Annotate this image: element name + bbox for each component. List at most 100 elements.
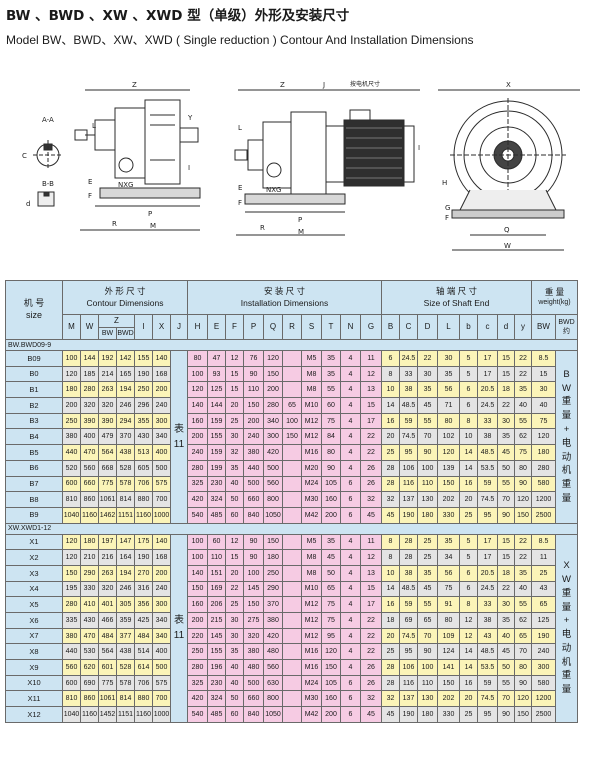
cell-bw: 775	[98, 674, 117, 692]
cell-t: 95	[321, 627, 341, 645]
cell-h: 100	[187, 533, 208, 551]
cell-h: 540	[187, 506, 208, 524]
cell-w: 560	[80, 459, 99, 477]
cell-r	[282, 643, 302, 661]
cell-c: 190	[399, 706, 418, 723]
cell-b: 32	[381, 491, 400, 508]
cell-i: 355	[134, 412, 153, 430]
cell-h: 540	[187, 706, 208, 723]
cell-f: 50	[225, 690, 244, 708]
svg-text:P: P	[298, 216, 302, 224]
cell-bw: 564	[98, 444, 117, 461]
cell-d: 180	[417, 706, 438, 723]
cell-q: 560	[263, 475, 283, 493]
cell-q: 370	[263, 596, 283, 613]
cell-d: 25	[417, 533, 438, 551]
cell-l: 102	[437, 428, 460, 446]
cell-b: 16	[459, 475, 478, 493]
header-model: 机 号 size	[5, 280, 63, 340]
cell-r	[282, 706, 302, 723]
cell-w: 180	[80, 533, 99, 551]
cell-f: 30	[225, 627, 244, 645]
bw-side-view: Z NXG P M R F E L Y I	[74, 81, 201, 231]
cell-i: 605	[134, 459, 153, 477]
cell-i: 296	[134, 397, 153, 414]
cell-bwd: 246	[116, 397, 135, 414]
cell-x: 168	[152, 549, 171, 566]
cell-m: 120	[62, 533, 81, 551]
cell-w: 144	[80, 350, 99, 367]
cell-c: 74.5	[399, 428, 418, 446]
cell-f: 60	[225, 706, 244, 723]
cell-n: 4	[340, 459, 361, 477]
cell-n: 4	[340, 381, 361, 399]
cell-l: 202	[437, 690, 460, 708]
cell-h: 200	[187, 612, 208, 629]
cell-e: 485	[207, 706, 226, 723]
label-nxg-1: NXG	[118, 181, 133, 189]
weight-note-char: 重	[561, 396, 572, 408]
cell-g: 11	[360, 350, 382, 367]
cell-b: 45	[381, 506, 400, 524]
model-cell: B7	[5, 475, 63, 493]
cell-m: 810	[62, 491, 81, 508]
cell-q: 120	[263, 350, 283, 367]
cell-y: 90	[514, 674, 532, 692]
cell-c: 24.5	[477, 580, 498, 598]
cell-wbw: 280	[531, 459, 556, 477]
cell-e: 324	[207, 491, 226, 508]
cell-h: 160	[187, 596, 208, 613]
model-cell: X5	[5, 596, 63, 613]
cell-x: 400	[152, 444, 171, 461]
cell-p: 76	[243, 350, 264, 367]
weight-note-char: 重	[561, 587, 572, 599]
cell-s: M12	[301, 596, 322, 613]
cell-d: 25	[417, 549, 438, 566]
cell-c: 53.5	[477, 659, 498, 676]
cell-d: 70	[497, 690, 515, 708]
cell-e: 110	[207, 549, 226, 566]
cell-c: 116	[399, 674, 418, 692]
cell-b: 12	[459, 612, 478, 629]
col-header: W	[80, 314, 99, 340]
cell-c: 28	[399, 533, 418, 551]
cell-c: 106	[399, 459, 418, 477]
cell-q: 480	[263, 643, 283, 661]
cell-t: 90	[321, 459, 341, 477]
cell-e: 155	[207, 643, 226, 661]
cell-c: 24.5	[399, 350, 418, 367]
model-cell: X7	[5, 627, 63, 645]
cell-c: 33	[477, 596, 498, 613]
cell-c: 95	[477, 706, 498, 723]
cell-r	[282, 459, 302, 477]
cell-c: 106	[399, 659, 418, 676]
cell-b: 20	[381, 428, 400, 446]
cell-m: 180	[62, 381, 81, 399]
label-section-aa: A-A	[42, 116, 54, 124]
cell-n: 4	[340, 596, 361, 613]
cell-h: 325	[187, 475, 208, 493]
cell-b: 14	[381, 580, 400, 598]
cell-bw: 320	[98, 397, 117, 414]
cell-m: 600	[62, 475, 81, 493]
cell-n: 4	[340, 428, 361, 446]
col-header: X	[152, 314, 171, 340]
cell-n: 4	[340, 627, 361, 645]
cell-w: 210	[80, 549, 99, 566]
cell-d: 22	[497, 580, 515, 598]
cell-f: 22	[225, 580, 244, 598]
cell-wbw: 580	[531, 475, 556, 493]
cell-wbw: 2500	[531, 706, 556, 723]
cell-bw: 775	[98, 475, 117, 493]
svg-text:R: R	[112, 220, 117, 228]
cell-l: 80	[437, 412, 460, 430]
cell-b: 28	[381, 659, 400, 676]
cell-c: 59	[477, 475, 498, 493]
col-header: M	[62, 314, 81, 340]
cell-y: 65	[514, 627, 532, 645]
